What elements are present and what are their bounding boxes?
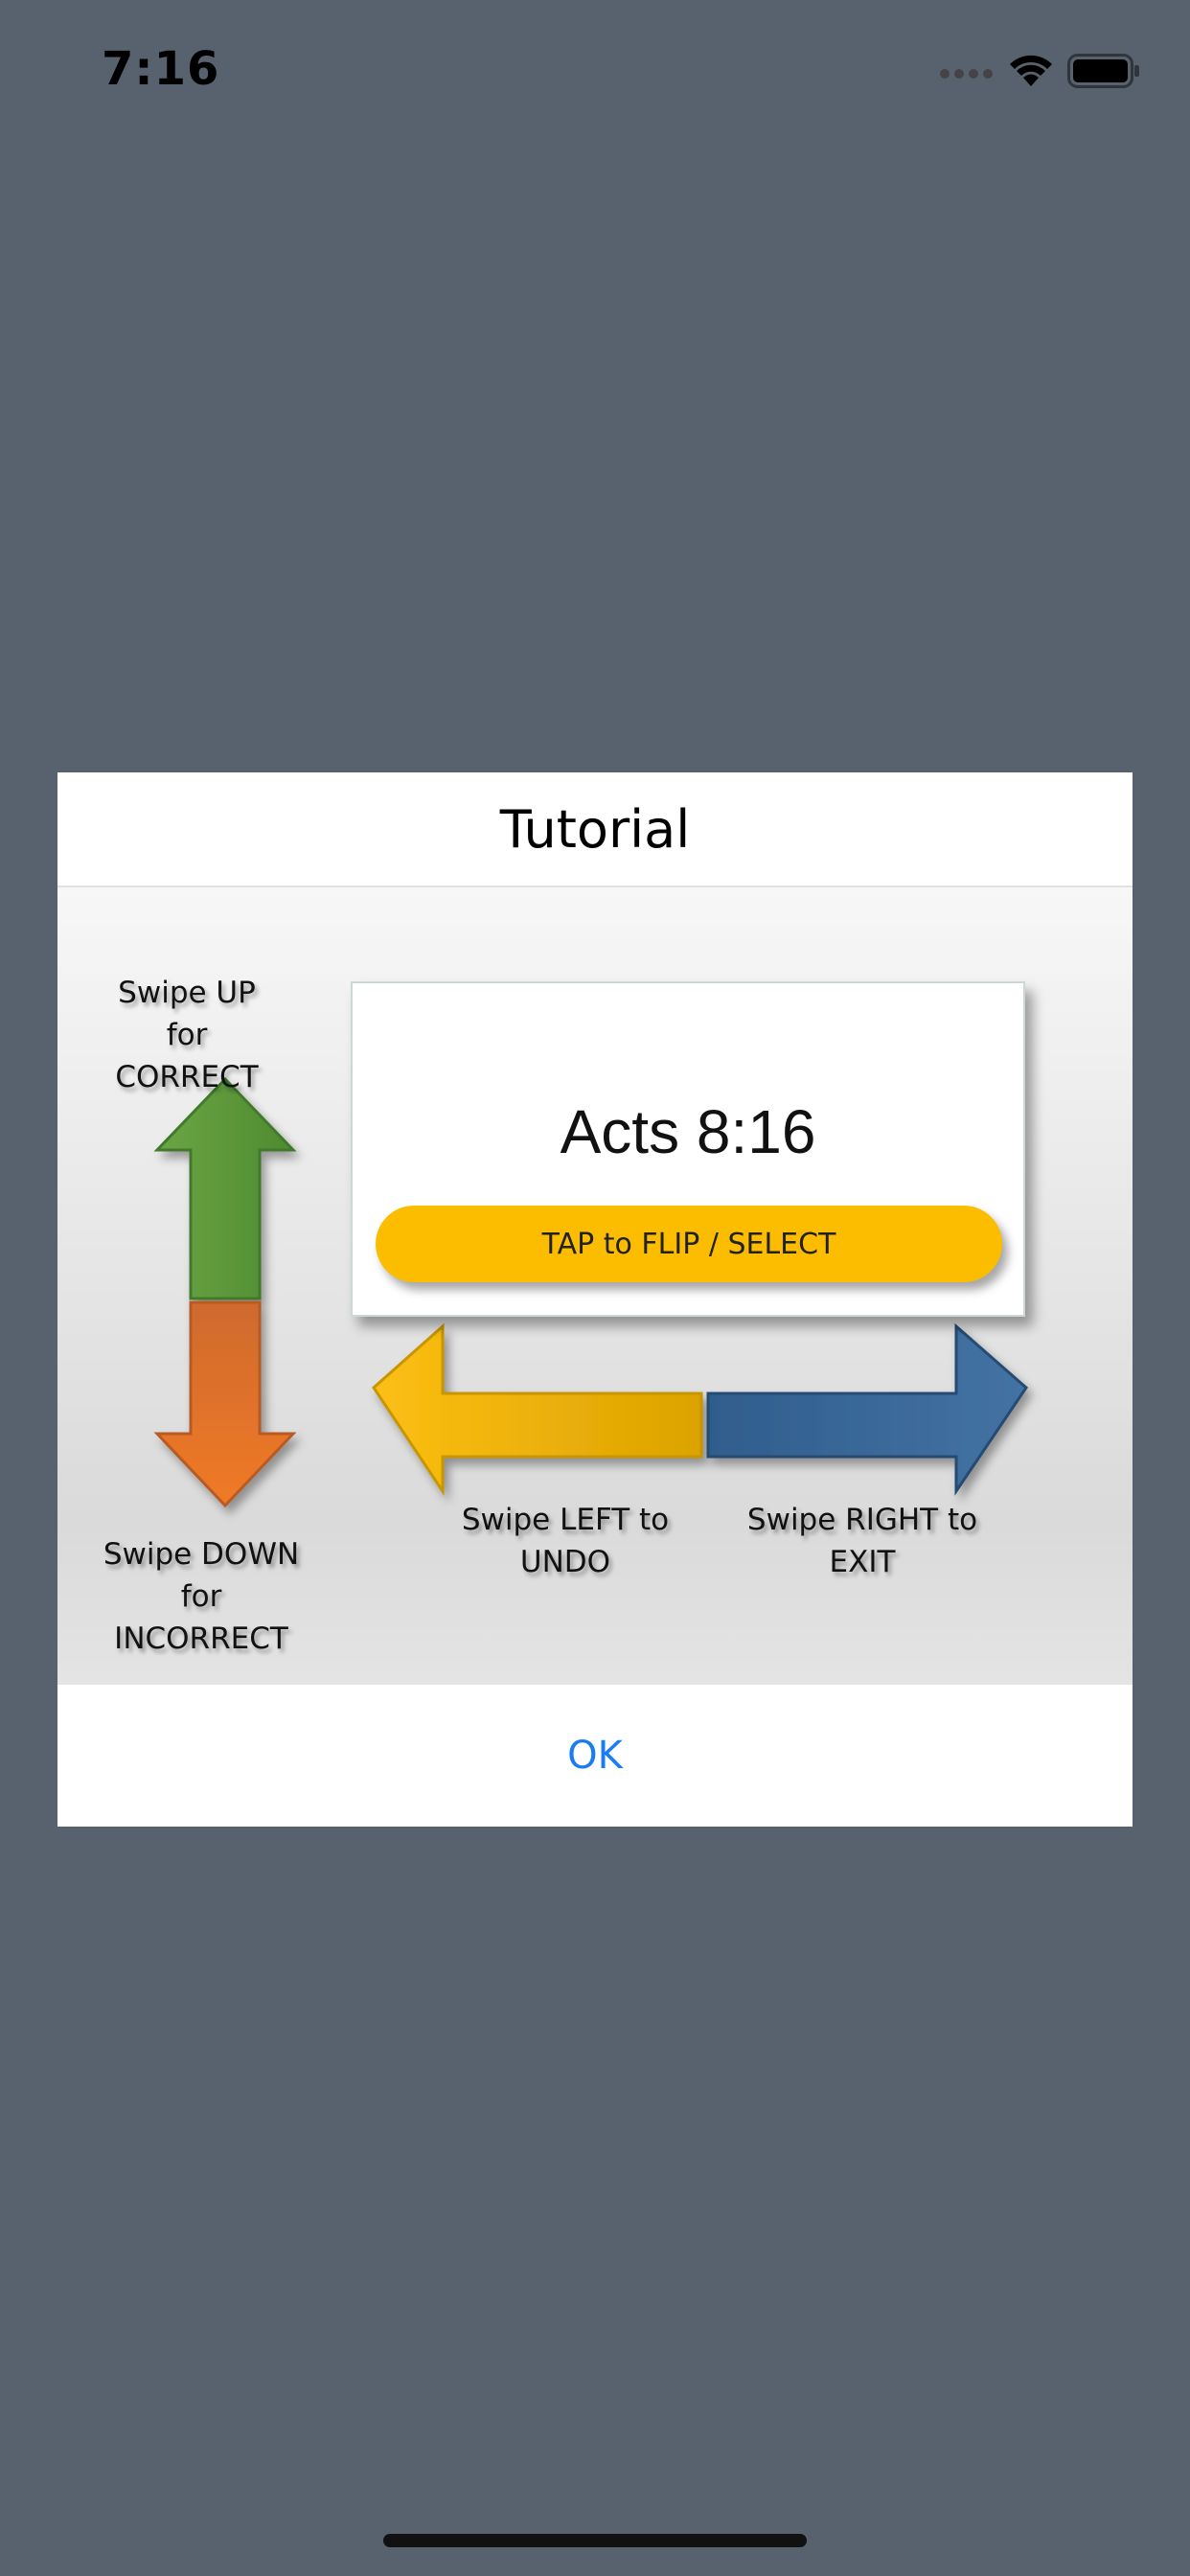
ok-button-label: OK xyxy=(567,1734,623,1778)
swipe-up-label-line2: CORRECT xyxy=(115,1060,259,1094)
swipe-up-label: Swipe UP for CORRECT xyxy=(96,972,278,1098)
status-icons xyxy=(939,50,1140,92)
swipe-left-label-line2: UNDO xyxy=(519,1545,611,1579)
swipe-right-arrow-icon xyxy=(706,1322,1028,1496)
swipe-down-label-line2: INCORRECT xyxy=(114,1622,288,1656)
tutorial-image: Swipe UP for CORRECT Acts 8:16 TAP to FL… xyxy=(57,887,1133,1683)
sample-flashcard: Acts 8:16 TAP to FLIP / SELECT xyxy=(351,981,1025,1317)
wifi-icon xyxy=(1008,54,1054,88)
tutorial-dialog: Tutorial xyxy=(57,772,1133,1827)
swipe-right-label: Swipe RIGHT to EXIT xyxy=(738,1499,987,1583)
status-time: 7:16 xyxy=(102,42,220,96)
swipe-down-label-line1: Swipe DOWN for xyxy=(103,1537,300,1614)
swipe-left-arrow-icon xyxy=(372,1322,703,1496)
swipe-down-arrow-icon xyxy=(153,1300,297,1508)
swipe-arrows-graphic xyxy=(153,1076,1028,1508)
tap-to-flip-button: TAP to FLIP / SELECT xyxy=(376,1206,1002,1282)
card-reference: Acts 8:16 xyxy=(560,1097,816,1166)
ok-button[interactable]: OK xyxy=(57,1683,1133,1827)
cellular-signal-icon xyxy=(939,64,995,79)
dialog-title: Tutorial xyxy=(499,798,691,860)
swipe-down-label: Swipe DOWN for INCORRECT xyxy=(86,1533,316,1660)
swipe-up-label-line1: Swipe UP for xyxy=(118,976,256,1052)
swipe-left-label: Swipe LEFT to UNDO xyxy=(441,1499,690,1583)
home-indicator[interactable] xyxy=(383,2534,807,2547)
battery-icon xyxy=(1067,54,1140,88)
swipe-up-arrow-icon xyxy=(153,1076,297,1300)
swipe-right-label-line1: Swipe RIGHT to xyxy=(746,1503,978,1537)
swipe-right-label-line2: EXIT xyxy=(829,1545,896,1579)
swipe-left-label-line1: Swipe LEFT to xyxy=(461,1503,670,1537)
dialog-header: Tutorial xyxy=(57,772,1133,887)
